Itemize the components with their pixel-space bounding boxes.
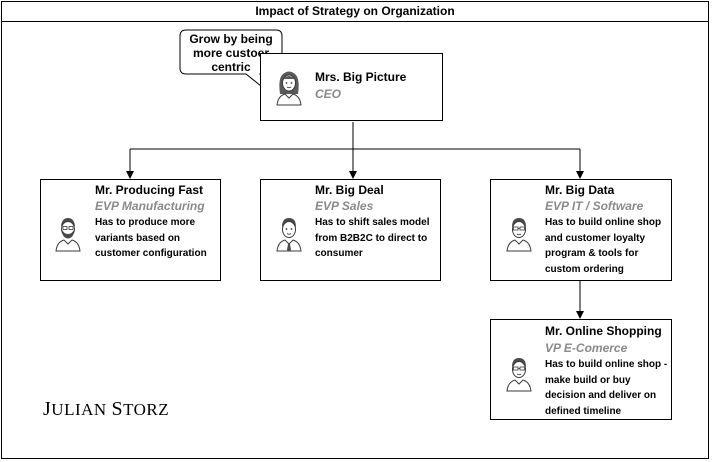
ceo-connector	[126, 122, 584, 179]
it-box: Mr. Big Data EVP IT / Software Has to bu…	[490, 179, 672, 281]
it-description: Has to build online shop and customer lo…	[545, 217, 662, 275]
sales-role: EVP Sales	[315, 199, 374, 213]
man-with-glasses-avatar-icon	[506, 218, 532, 252]
ecommerce-description: Has to build online shop - make build or…	[545, 359, 668, 417]
manufacturing-name: Mr. Producing Fast	[95, 183, 204, 197]
bearded-man-avatar-icon	[55, 218, 81, 252]
ecommerce-name: Mr. Online Shopping	[545, 324, 662, 338]
man-with-tie-avatar-icon	[276, 218, 302, 252]
man-with-glasses-avatar-icon	[506, 358, 532, 392]
ecommerce-role: VP E-Comerce	[545, 341, 628, 355]
manufacturing-description: Has to produce more variants based on cu…	[95, 217, 207, 259]
sales-description: Has to shift sales model from B2B2C to d…	[315, 217, 430, 259]
brand-logo: JULIAN STORZ	[43, 398, 170, 420]
ceo-role: CEO	[315, 87, 342, 101]
it-role: EVP IT / Software	[545, 199, 644, 213]
ceo-box: Mrs. Big Picture CEO	[260, 53, 443, 121]
it-name: Mr. Big Data	[545, 183, 615, 197]
manufacturing-box: Mr. Producing Fast EVP Manufacturing Has…	[40, 179, 221, 281]
ceo-name: Mrs. Big Picture	[315, 70, 407, 84]
woman-avatar-icon	[276, 71, 302, 106]
sales-box: Mr. Big Deal EVP Sales Has to shift sale…	[260, 179, 441, 281]
ecommerce-box: Mr. Online Shopping VP E-Comerce Has to …	[490, 319, 672, 420]
sales-name: Mr. Big Deal	[315, 183, 384, 197]
manufacturing-role: EVP Manufacturing	[95, 199, 205, 213]
speech-bubble-text: Grow by being more custoer centric	[189, 32, 273, 74]
diagram-title: Impact of Strategy on Organization	[2, 2, 708, 22]
